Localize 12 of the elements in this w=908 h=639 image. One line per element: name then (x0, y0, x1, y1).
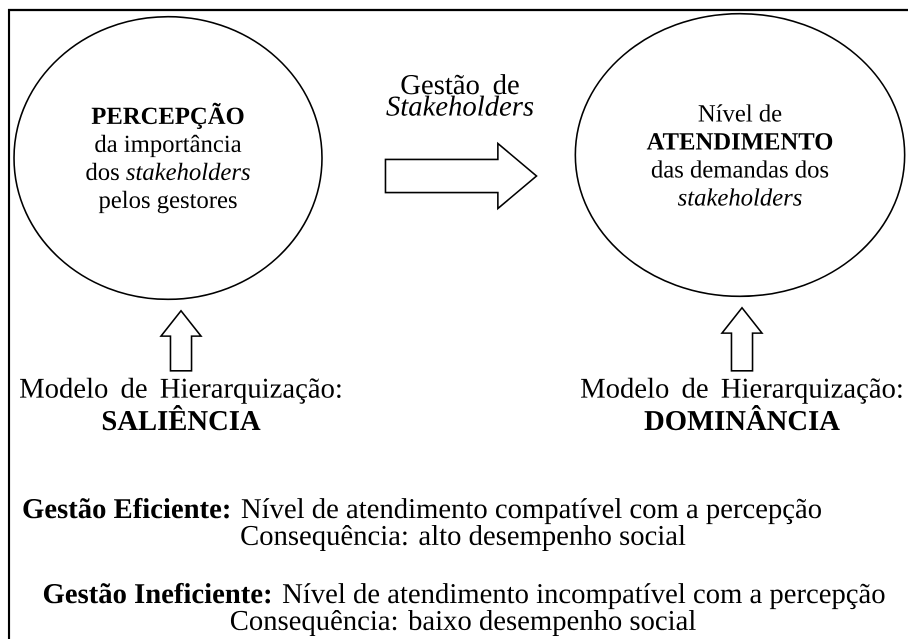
model-label: Modelo de Hierarquização: DOMINÂNCIA (580, 378, 902, 430)
block-arrow (159, 310, 203, 372)
note-text: Gestão Eficiente: Nível de atendimento compatível com a percepção (23, 498, 821, 524)
note-text: Gestão Ineficiente: Nível de atendimento incompatível com a percepção (44, 582, 884, 610)
block-arrow (384, 142, 538, 210)
note-text: Consequência: alto desempenho social (241, 524, 686, 552)
ellipse-node: PERCEPÇÃO da importância dos stakeholders pelos gestores (13, 16, 323, 300)
block-arrow (720, 306, 764, 372)
note-text: Consequência: baixo desempenho social (230, 610, 696, 636)
edge-label: Gestão de Stakeholders (386, 74, 534, 116)
model-label: Modelo de Hierarquização: SALIÊNCIA (20, 378, 341, 430)
ellipse-node: Nível de ATENDIMENTO das demandas dos stakeholders (574, 12, 906, 298)
